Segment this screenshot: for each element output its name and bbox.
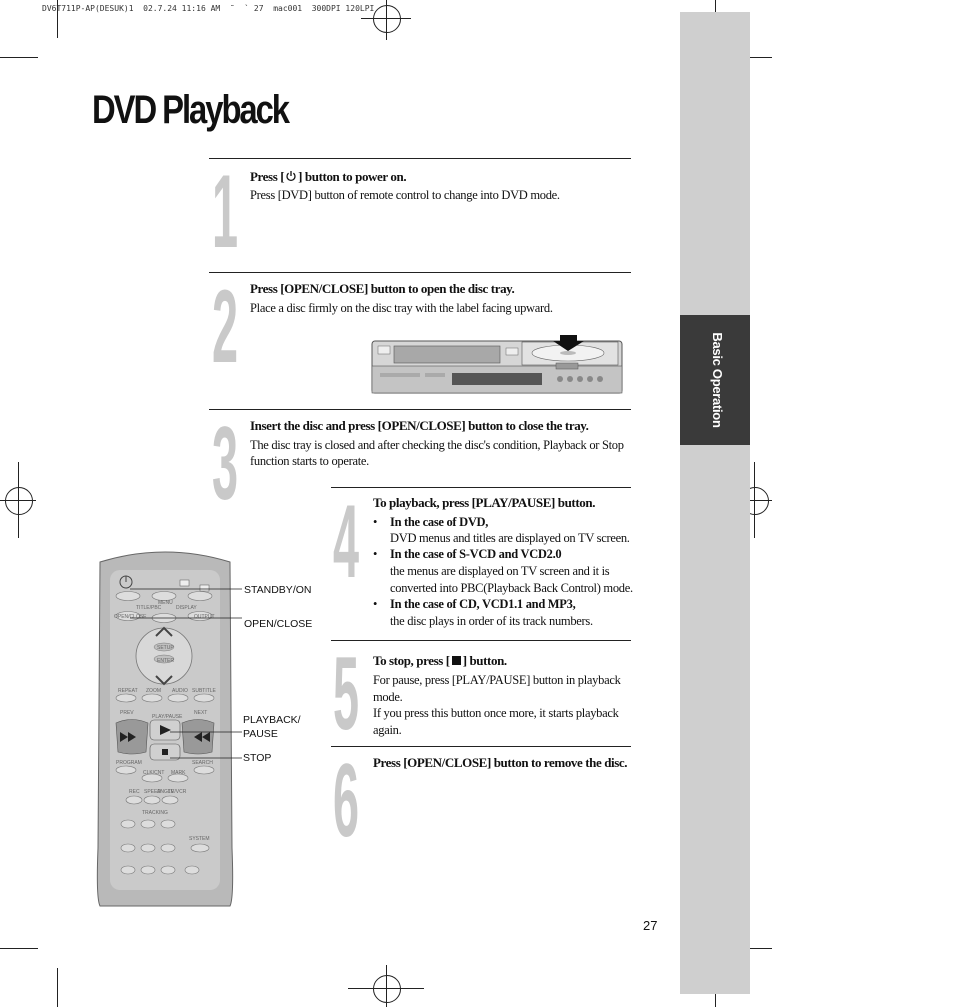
remote-label: ZOOM	[146, 688, 161, 694]
remote-label: CLK/CNT	[143, 770, 164, 776]
remote-label: PREV	[120, 710, 134, 716]
step-number: 5	[333, 636, 360, 752]
step-body: Place a disc firmly on the disc tray wit…	[250, 301, 553, 315]
step-heading: Press [OPEN/CLOSE] button to open the di…	[250, 281, 515, 296]
crop-mark	[57, 968, 58, 1007]
section-tab-label: Basic Operation	[710, 332, 725, 428]
step-number: 3	[212, 406, 239, 522]
step-body-line: mode.	[373, 690, 403, 704]
remote-label: SPEED	[144, 789, 161, 795]
sidebar	[680, 12, 750, 994]
step-heading: Press [] button to power on.	[250, 169, 407, 184]
print-header: DV6T711P-AP(DESUK)1 02.7.24 11:16 AM ˜ `…	[42, 4, 375, 13]
remote-label: TITLE/PBC	[136, 605, 162, 611]
step-divider	[209, 272, 631, 273]
bullet-line: the disc plays in order of its track num…	[390, 614, 593, 628]
bullet-title: In the case of S-VCD and VCD2.0	[390, 547, 562, 561]
remote-label: OPEN/CLOSE	[114, 614, 147, 620]
remote-label: SEARCH	[192, 760, 213, 766]
bullet-line: converted into PBC(Playback Back Control…	[390, 581, 633, 595]
step-heading: Press [OPEN/CLOSE] button to remove the …	[373, 755, 628, 770]
step-number: 2	[212, 269, 239, 385]
remote-label: MARK	[171, 770, 186, 776]
remote-label: AUDIO	[172, 688, 188, 694]
remote-label: PLAY/PAUSE	[152, 714, 183, 720]
remote-label: REC	[129, 789, 140, 795]
section-tab	[680, 315, 750, 445]
remote-label: PROGRAM	[116, 760, 142, 766]
bullet-marker: •	[373, 547, 378, 561]
bullet-title: In the case of CD, VCD1.1 and MP3,	[390, 597, 576, 611]
remote-label: MENU	[158, 600, 173, 606]
remote-label: SETUP	[157, 645, 174, 651]
bullet-line: DVD menus and titles are displayed on TV…	[390, 531, 630, 545]
play-icon	[160, 725, 171, 735]
rewind-icon	[120, 732, 136, 742]
remote-label: ANGLE	[157, 789, 175, 795]
stop-icon	[451, 656, 461, 665]
bullet-title: In the case of DVD,	[390, 515, 489, 529]
callout-lines	[130, 588, 242, 759]
remote-label: SUBTITLE	[192, 688, 217, 694]
remote-power-button	[119, 575, 133, 589]
step-divider	[331, 487, 631, 488]
page-title: DVD Playback	[92, 88, 290, 132]
remote-label: NEXT	[194, 710, 207, 716]
step-divider	[331, 640, 631, 641]
step-heading: To stop, press [] button.	[373, 653, 507, 668]
step-divider	[209, 158, 631, 159]
fast-forward-icon	[194, 732, 210, 742]
page-number: 27	[643, 918, 658, 933]
remote-label: OUTPUT	[194, 614, 215, 620]
stop-icon	[162, 749, 168, 755]
remote-label: ENTER	[157, 658, 174, 664]
callout-stop: STOP	[243, 752, 272, 764]
crop-mark	[57, 0, 58, 38]
remote-label: REPEAT	[118, 688, 138, 694]
remote-label: TV/VCR	[168, 789, 187, 795]
remote-label: DISPLAY	[176, 605, 197, 611]
step-body-line: function starts to operate.	[250, 454, 369, 468]
callout-playback-pause: PAUSE	[243, 728, 278, 740]
crop-mark	[0, 57, 38, 58]
callout-playback-pause: PLAYBACK/	[243, 714, 301, 726]
remote-control-illustration: MENU TITLE/PBC DISPLAY OPEN/CLOSE OUTPUT…	[96, 551, 234, 907]
remote-label: TRACKING	[142, 810, 168, 816]
step-body-line: For pause, press [PLAY/PAUSE] button in …	[373, 673, 621, 687]
bullet-marker: •	[373, 515, 378, 529]
step-number: 1	[212, 154, 239, 270]
step-divider	[209, 409, 631, 410]
step-body: Press [DVD] button of remote control to …	[250, 188, 560, 202]
callout-standby: STANDBY/ON	[244, 584, 312, 596]
step-number: 4	[333, 484, 360, 600]
remote-label: SYSTEM	[189, 836, 210, 842]
step-heading: To playback, press [PLAY/PAUSE] button.	[373, 495, 596, 510]
crop-mark	[0, 948, 38, 949]
bullet-line: the menus are displayed on TV screen and…	[390, 564, 610, 578]
bullet-marker: •	[373, 597, 378, 611]
dvd-vcr-player-illustration	[371, 335, 623, 394]
step-number: 6	[333, 743, 360, 859]
step-body-line: again.	[373, 723, 402, 737]
crop-mark	[734, 948, 772, 949]
callout-open-close: OPEN/CLOSE	[244, 618, 313, 630]
step-body-line: The disc tray is closed and after checki…	[250, 438, 624, 452]
step-body-line: If you press this button once more, it s…	[373, 706, 619, 720]
power-icon	[286, 171, 296, 182]
step-heading: Insert the disc and press [OPEN/CLOSE] b…	[250, 418, 589, 433]
step-divider	[331, 746, 631, 747]
crop-mark	[734, 57, 772, 58]
